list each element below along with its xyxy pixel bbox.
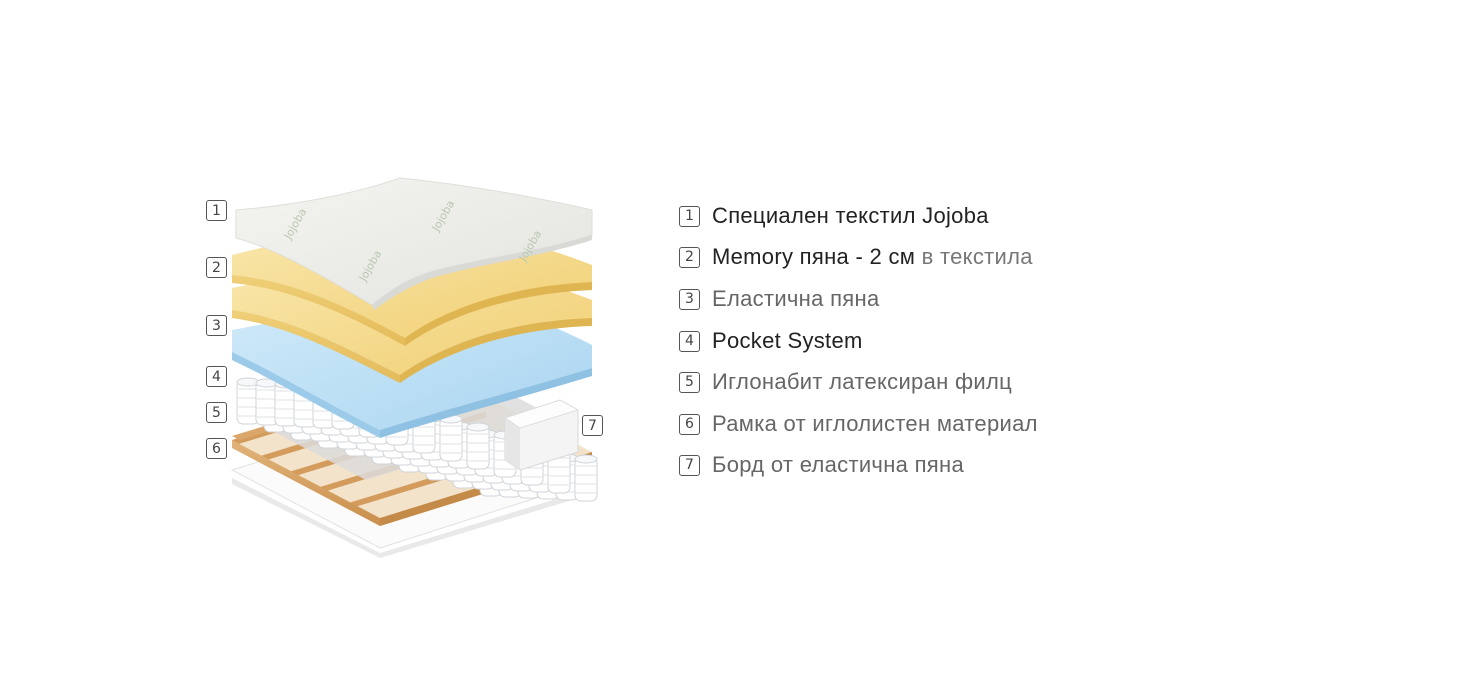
- legend-badge: 7: [679, 454, 700, 476]
- pocket-spring: [466, 422, 490, 470]
- legend-item-7: 7 Борд от еластична пяна: [679, 450, 964, 480]
- pocket-spring: [439, 414, 463, 462]
- jojoba-textile-layer: Jojoba Jojoba Jojoba Jojoba: [235, 177, 593, 310]
- legend-label: Борд от еластична пяна: [712, 452, 965, 477]
- legend-label-suffix: в текстила: [915, 244, 1033, 269]
- legend-label: Pocket System: [712, 328, 863, 353]
- diagram-badge-5: 5: [206, 402, 227, 423]
- diagram-badge-2: 2: [206, 257, 227, 278]
- legend-badge: 6: [679, 413, 700, 435]
- legend-label: Еластична пяна: [712, 286, 880, 311]
- legend-badge: 2: [679, 246, 700, 268]
- diagram-badge-7: 7: [582, 415, 603, 436]
- diagram-badge-6: 6: [206, 438, 227, 459]
- diagram-badge-1: 1: [206, 200, 227, 221]
- layer-legend: 1 Специален текстил Jojoba 2 Memory пяна…: [679, 0, 1379, 697]
- legend-badge: 3: [679, 288, 700, 310]
- legend-label: Иглонабит латексиран филц: [712, 369, 1013, 394]
- legend-item-6: 6 Рамка от иглолистен материал: [679, 409, 1038, 439]
- legend-badge: 4: [679, 330, 700, 352]
- legend-badge: 5: [679, 371, 700, 393]
- legend-item-1: 1 Специален текстил Jojoba: [679, 201, 989, 231]
- foam-border: [503, 399, 580, 471]
- legend-item-5: 5 Иглонабит латексиран филц: [679, 367, 1012, 397]
- diagram-badge-3: 3: [206, 315, 227, 336]
- legend-item-2: 2 Memory пяна - 2 см в текстила: [679, 242, 1033, 272]
- legend-item-4: 4 Pocket System: [679, 326, 863, 356]
- pocket-spring: [236, 377, 260, 425]
- pocket-spring: [255, 378, 279, 426]
- diagram-badge-4: 4: [206, 366, 227, 387]
- legend-item-3: 3 Еластична пяна: [679, 284, 879, 314]
- pocket-spring: [574, 454, 598, 502]
- legend-label: Специален текстил Jojoba: [712, 203, 989, 228]
- legend-label: Рамка от иглолистен материал: [712, 411, 1038, 436]
- legend-badge: 1: [679, 205, 700, 227]
- legend-label: Memory пяна - 2 см: [712, 244, 916, 269]
